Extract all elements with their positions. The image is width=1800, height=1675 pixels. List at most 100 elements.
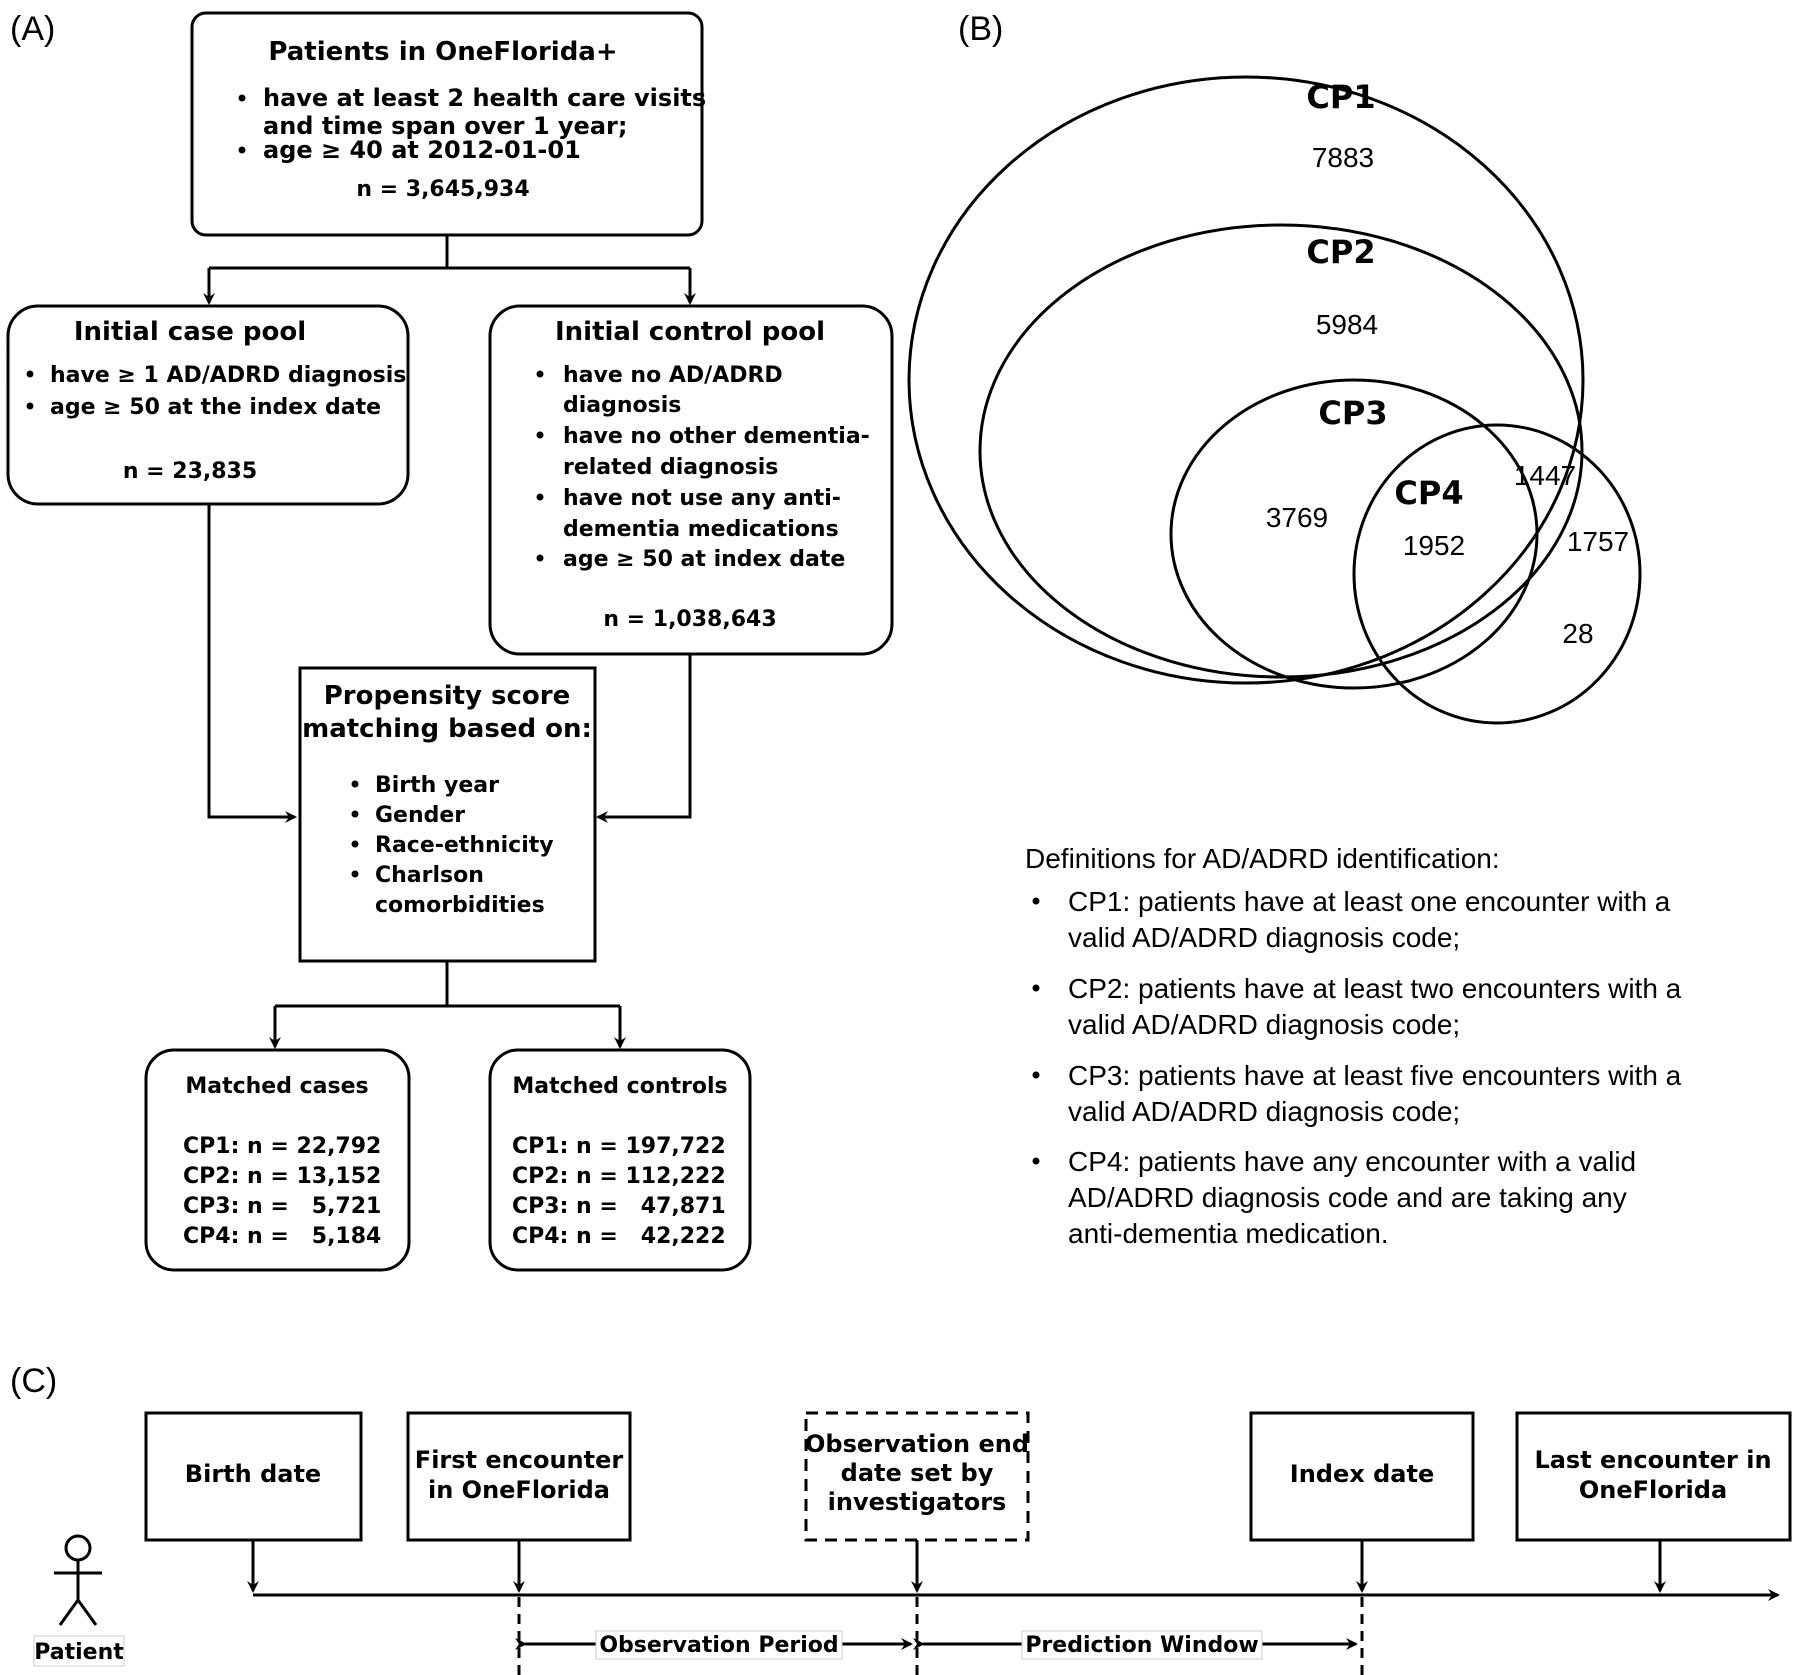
bullet-dot (351, 840, 359, 848)
venn-label-cp4: CP4 (1394, 474, 1463, 512)
last-encounter-line-2: OneFlorida (1579, 1476, 1727, 1504)
control-line-4: related diagnosis (563, 455, 778, 480)
top-box-n: n = 3,645,934 (356, 177, 529, 202)
top-bullet-1: have at least 2 health care visits (263, 84, 706, 112)
matched-cases-row-3: CP3: n = 5,721 (183, 1194, 381, 1219)
definitions-block: Definitions for AD/ADRD identification: … (1025, 843, 1682, 1249)
case-pool-bullet-2: age ≥ 50 at the index date (50, 395, 381, 420)
psm-item-1: Birth year (375, 773, 499, 798)
matched-controls-title: Matched controls (512, 1074, 727, 1099)
control-line-6: dementia medications (563, 517, 839, 542)
definition-cp3-line-2: valid AD/ADRD diagnosis code; (1068, 1096, 1460, 1127)
matched-controls-row-3: CP3: n = 47,871 (512, 1194, 726, 1219)
observation-end-line-1: Observation end (805, 1430, 1029, 1458)
matched-controls-row-1: CP1: n = 197,722 (512, 1134, 726, 1159)
venn-count-cp1: 7883 (1312, 142, 1374, 173)
bullet-dot (351, 870, 359, 878)
birth-date-label: Birth date (185, 1460, 321, 1488)
flowchart: Patients in OneFlorida+ have at least 2 … (6, 11, 894, 1272)
patient-label: Patient (34, 1640, 124, 1665)
matched-cases-row-1: CP1: n = 22,792 (183, 1134, 381, 1159)
observation-period-label-bg (595, 1630, 843, 1660)
top-bullet-1b: and time span over 1 year; (263, 112, 627, 140)
venn-label-cp2: CP2 (1306, 233, 1375, 271)
case-pool-bullet-1: have ≥ 1 AD/ADRD diagnosis (50, 363, 406, 388)
top-bullet-2: age ≥ 40 at 2012-01-01 (263, 136, 581, 164)
cp1-circle (907, 75, 1585, 685)
bullet-dot (1032, 1071, 1040, 1079)
venn-count-cp4: 1952 (1403, 530, 1465, 561)
bullet-dot (536, 431, 544, 439)
definition-cp3-line-1: CP3: patients have at least five encount… (1068, 1060, 1682, 1091)
definition-cp1-line-1: CP1: patients have at least one encounte… (1068, 886, 1671, 917)
psm-item-4: Charlson (375, 863, 484, 888)
matched-controls-row-4: CP4: n = 42,222 (512, 1224, 726, 1249)
bullet-dot (1032, 1157, 1040, 1165)
first-encounter-line-1: First encounter (415, 1446, 624, 1474)
psm-item-3: Race-ethnicity (375, 833, 554, 858)
control-line-7: age ≥ 50 at index date (563, 547, 845, 572)
definition-cp4-line-2: AD/ADRD diagnosis code and are taking an… (1068, 1182, 1627, 1213)
panel-label-a: (A) (10, 10, 55, 48)
psm-title-1: Propensity score (324, 681, 571, 711)
matched-controls-box (488, 1048, 752, 1272)
patient-icon (54, 1534, 102, 1626)
case-pool-title: Initial case pool (74, 317, 306, 347)
control-pool-n: n = 1,038,643 (603, 607, 776, 632)
venn-count-28: 28 (1562, 618, 1593, 649)
prediction-window-label: Prediction Window (1025, 1633, 1258, 1658)
arrow-case-to-psm (207, 504, 297, 823)
bullet-dot (536, 493, 544, 501)
bullet-dot (536, 370, 544, 378)
panel-label-c: (C) (10, 1362, 57, 1400)
top-box-title: Patients in OneFlorida+ (268, 37, 617, 67)
cp3-circle (1169, 378, 1539, 690)
venn-diagram: CP1 7883 CP2 5984 CP3 3769 CP4 1952 1447… (907, 75, 1642, 725)
observation-end-line-2: date set by (841, 1459, 994, 1487)
definition-cp1-line-2: valid AD/ADRD diagnosis code; (1068, 922, 1460, 953)
psm-box (298, 666, 597, 963)
bullet-dot (351, 810, 359, 818)
venn-count-1757: 1757 (1567, 526, 1629, 557)
control-line-3: have no other dementia- (563, 424, 870, 449)
matched-cases-row-4: CP4: n = 5,184 (183, 1224, 381, 1249)
panel-label-b: (B) (958, 10, 1003, 48)
control-pool-title: Initial control pool (555, 317, 825, 347)
venn-label-cp3: CP3 (1318, 394, 1387, 432)
observation-end-box (804, 1411, 1030, 1542)
case-pool-n: n = 23,835 (123, 459, 257, 484)
first-encounter-box (406, 1411, 632, 1542)
control-line-5: have not use any anti- (563, 486, 841, 511)
control-line-1: have no AD/ADRD (563, 363, 783, 388)
definition-cp4-line-1: CP4: patients have any encounter with a … (1068, 1146, 1636, 1177)
control-line-2: diagnosis (563, 393, 681, 418)
matched-cases-title: Matched cases (185, 1074, 368, 1099)
matched-controls-row-2: CP2: n = 112,222 (512, 1164, 726, 1189)
last-encounter-line-1: Last encounter in (1534, 1446, 1771, 1474)
cp2-circle (978, 223, 1584, 679)
observation-period-label: Observation Period (599, 1633, 838, 1658)
definitions-heading: Definitions for AD/ADRD identification: (1025, 843, 1500, 874)
venn-count-1447: 1447 (1514, 460, 1576, 491)
psm-item-4b: comorbidities (375, 893, 545, 918)
first-encounter-line-2: in OneFlorida (428, 1476, 610, 1504)
matched-cases-row-2: CP2: n = 13,152 (183, 1164, 381, 1189)
venn-count-cp2: 5984 (1316, 309, 1378, 340)
venn-count-cp3: 3769 (1266, 502, 1328, 533)
cp4-circle (1352, 423, 1642, 725)
patient-label-bg (33, 1635, 125, 1667)
index-date-label: Index date (1290, 1460, 1434, 1488)
psm-item-2: Gender (375, 803, 465, 828)
observation-end-line-3: investigators (828, 1488, 1007, 1516)
definition-cp4-line-3: anti-dementia medication. (1068, 1218, 1389, 1249)
bullet-dot (351, 780, 359, 788)
venn-label-cp1: CP1 (1306, 78, 1375, 116)
bullet-dot (1032, 897, 1040, 905)
bullet-dot (536, 554, 544, 562)
last-encounter-box (1515, 1411, 1792, 1542)
bullet-dot (26, 402, 34, 410)
bullet-dot (1032, 984, 1040, 992)
bullet-dot (238, 146, 246, 154)
definition-cp2-line-2: valid AD/ADRD diagnosis code; (1068, 1009, 1460, 1040)
